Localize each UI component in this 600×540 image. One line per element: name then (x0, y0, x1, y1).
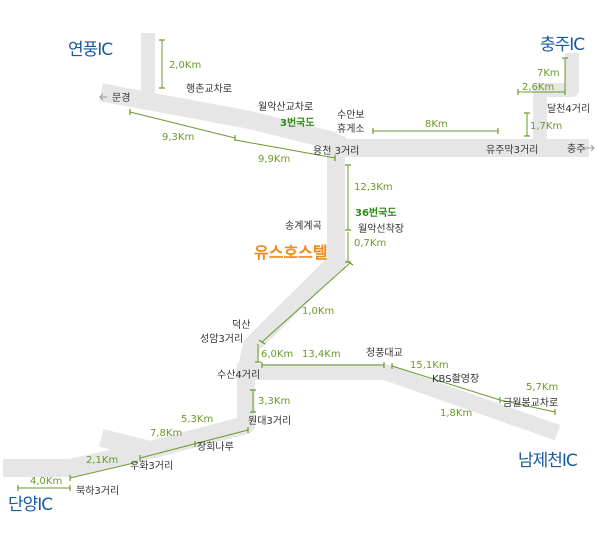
dist-seongam-susan: 6,0Km (261, 349, 293, 360)
route-national-3: 3번국도 (280, 116, 315, 129)
road-to-namjecheon (238, 364, 561, 441)
place-mungyeong: 문경 (112, 91, 130, 104)
place-worak-tollgate: 월악산교차로 (258, 101, 313, 113)
dist-cheongpung-kbs: 15,1Km (410, 360, 449, 371)
dist-wharf-hostel: 0,7Km (354, 238, 386, 249)
dist-haengchon-worak: 9,3Km (162, 132, 194, 143)
place-songgye: 송계계곡 (285, 220, 322, 232)
place-bukha: 북하3거리 (76, 484, 119, 497)
route-national-36: 36번국도 (355, 206, 397, 219)
dist-wondae-janghoe: 5,3Km (181, 414, 213, 425)
place-chungju-direction: 충주 (567, 143, 585, 155)
dist-chungju-branch: 7Km (537, 68, 560, 79)
place-dalcheon: 달천4거리 (547, 103, 590, 115)
destination-hostel: 유스호스텔 (254, 243, 328, 262)
ic-chungju: 충주IC (540, 35, 584, 55)
dist-hostel-seongam: 1,0Km (302, 306, 334, 317)
place-wondae: 원대3거리 (248, 415, 291, 427)
place-worak-wharf: 월악선착장 (358, 223, 404, 235)
place-yujumak: 유주막3거리 (486, 144, 538, 156)
distance-markers (17, 39, 568, 491)
ic-yeonpung: 연풍IC (68, 40, 112, 60)
place-seongam: 성암3거리 (200, 333, 243, 345)
dist-susan-cheongpung: 13,4Km (302, 349, 341, 360)
ic-namjecheon: 남제천IC (518, 451, 577, 471)
place-haengchon: 행촌교차로 (186, 83, 232, 95)
place-yongcheon: 용천 3거리 (313, 145, 359, 157)
place-deoksan: 덕산 (232, 319, 250, 331)
dist-uhwa-bukha: 2,1Km (86, 455, 118, 466)
dist-susan-wondae: 3,3Km (258, 396, 290, 407)
place-cheongpung: 청풍대교 (366, 347, 403, 359)
dist-kbs-namjecheon: 1,8Km (440, 408, 472, 419)
place-kbs: KBS촬영장 (432, 373, 479, 385)
dist-yeonpung-branch: 2,0Km (169, 60, 201, 71)
place-geumwolbong: 금월봉교차로 (503, 397, 558, 409)
dist-suanbo-yujumak: 8Km (425, 119, 448, 130)
place-suanbo: 수안보 (337, 109, 365, 121)
distance-labels: 2,0Km 7Km 2,6Km 1,7Km 8Km 9,3Km 9,9Km 12… (30, 60, 562, 487)
place-rest-area: 휴게소 (337, 123, 365, 135)
dist-dalcheon-vert: 1,7Km (530, 121, 562, 132)
ic-danyang: 단양IC (8, 495, 52, 515)
place-susan: 수산4거리 (217, 369, 260, 381)
dist-dalcheon-seg: 2,6Km (522, 82, 554, 93)
dist-yongcheon-wharf: 12,3Km (354, 182, 393, 193)
road-chungju-branch (533, 53, 579, 155)
dist-bukha-danyang: 4,0Km (30, 476, 62, 487)
place-uhwa: 우화3거리 (130, 460, 173, 472)
dist-kbs-geumwolbong: 5,7Km (526, 382, 558, 393)
direction-arrows (99, 93, 595, 152)
road-susan-danyang-a (99, 363, 255, 459)
road-susan-danyang-b (3, 439, 161, 477)
place-janghoe: 장회나루 (197, 441, 234, 453)
dist-worak-yongcheon: 9,9Km (258, 154, 290, 165)
dist-janghoe-uhwa: 7,8Km (150, 428, 182, 439)
road-network (3, 33, 589, 477)
